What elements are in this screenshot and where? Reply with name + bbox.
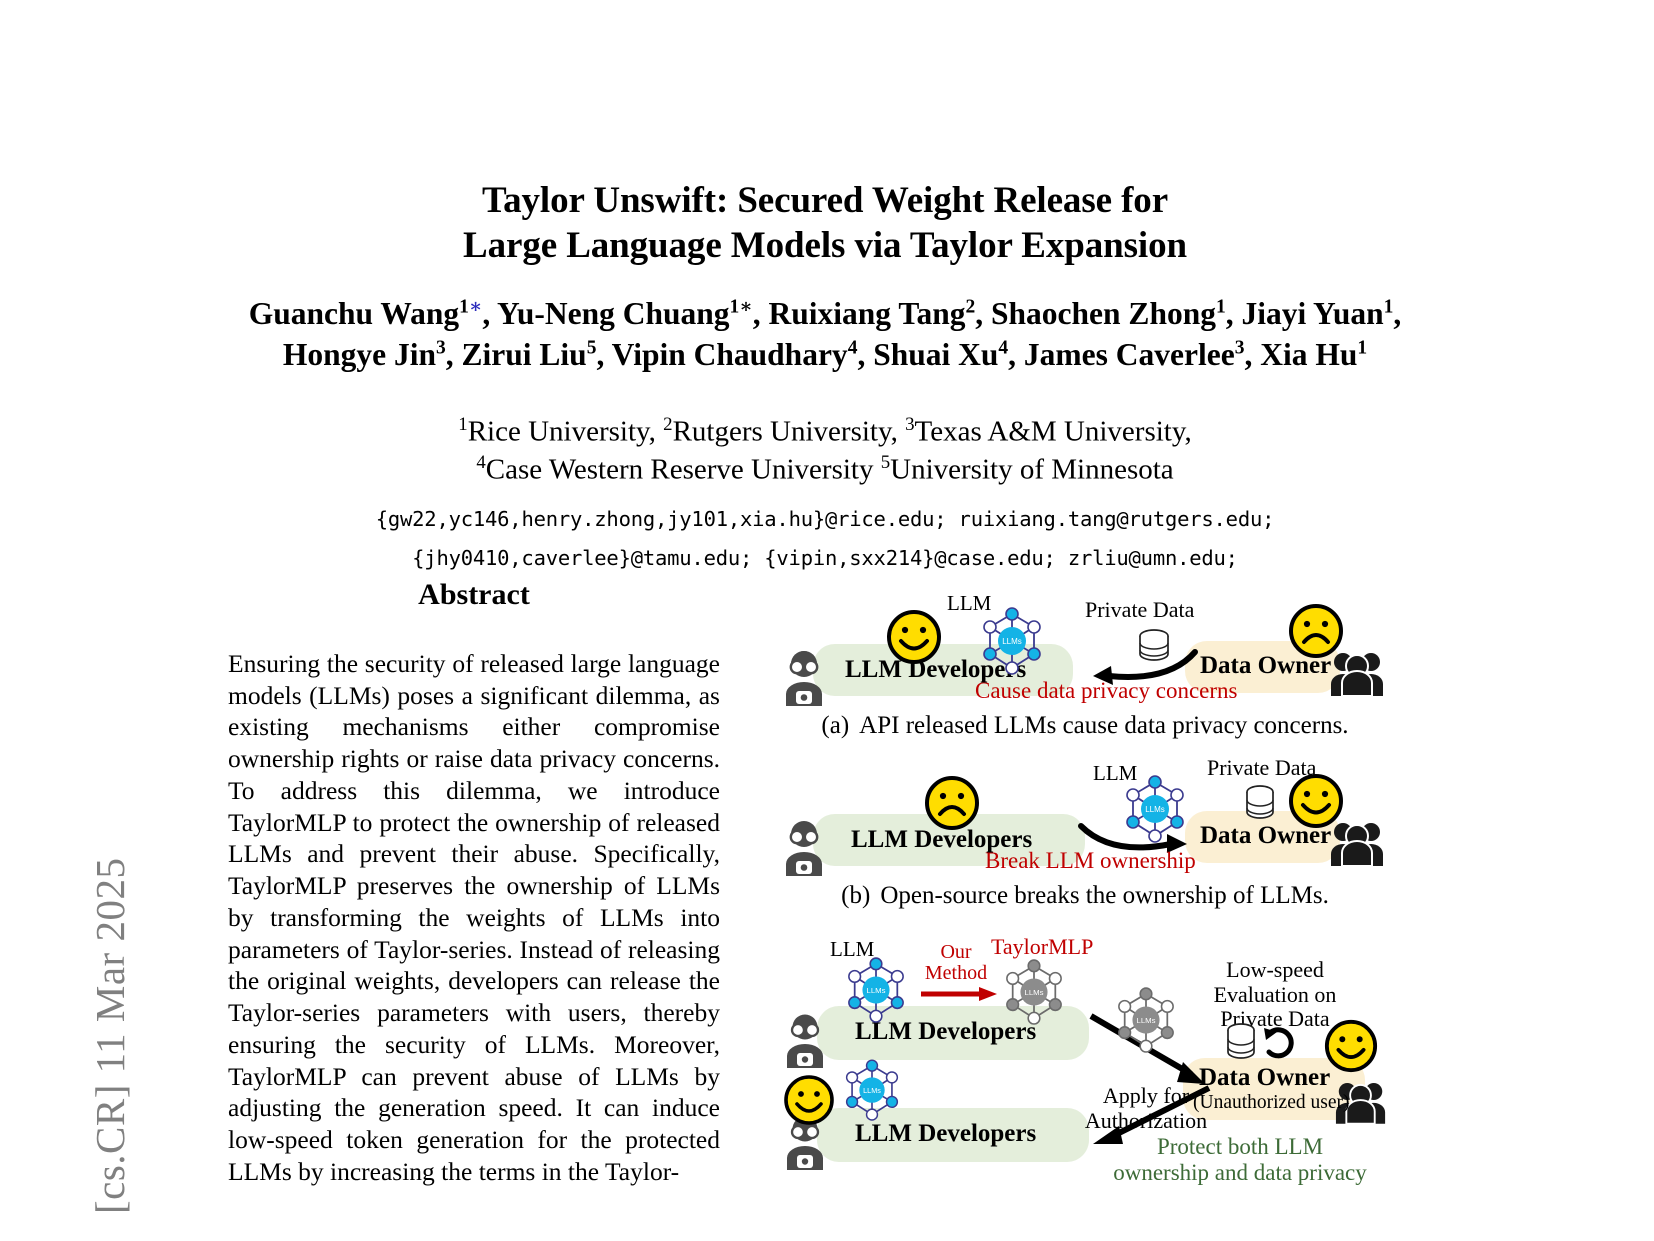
protect-label-c: Protect both LLM ownership and data priv… — [1105, 1134, 1375, 1186]
owner-sublabel-c: (Unauthorized user) — [1193, 1092, 1350, 1113]
people-group-icon-c — [1335, 1078, 1387, 1125]
author-line-2: Hongye Jin3, Zirui Liu5, Vipin Chaudhary… — [282, 336, 1368, 372]
llm-graph-icon-a: LLMs — [980, 604, 1044, 680]
subfigure-c: LLM Developers LLM Developers Data Owner… — [775, 926, 1395, 1185]
refresh-loop-icon-c — [1263, 1026, 1299, 1064]
svg-text:LLMs: LLMs — [1145, 805, 1165, 814]
email-line-2: {jhy0410,caverlee}@tamu.edu; {vipin,sxx2… — [412, 546, 1238, 571]
private-data-label-a: Private Data — [1085, 597, 1195, 622]
protect-line-1: Protect both LLM — [1156, 1134, 1324, 1159]
owner-box-c — [1183, 1058, 1365, 1120]
emails: {gw22,yc146,henry.zhong,jy101,xia.hu}@ri… — [200, 500, 1450, 578]
smiley-happy-icon-a — [885, 608, 943, 666]
developer-person-icon-c-top — [783, 1012, 827, 1068]
affiliations: 1Rice University, 2Rutgers University, 3… — [200, 413, 1450, 489]
warning-text-b: Break LLM ownership — [985, 848, 1196, 873]
svg-text:LLMs: LLMs — [1025, 988, 1044, 997]
database-icon-c — [1223, 1022, 1259, 1066]
llm-graph-icon-c-gray: LLMs — [1003, 956, 1065, 1030]
database-icon-b — [1243, 784, 1277, 826]
smiley-happy-icon-c-owner — [1323, 1018, 1379, 1074]
our-method-line-1: Our — [940, 941, 972, 963]
authorization-arrow-c — [1085, 1084, 1215, 1150]
subfigure-a-caption: (a) API released LLMs cause data privacy … — [775, 712, 1395, 740]
model-flow-arrow-b — [1075, 820, 1205, 860]
people-group-icon-a — [1330, 648, 1385, 697]
data-flow-arrow-a — [1073, 648, 1203, 688]
affiliation-line-2: 4Case Western Reserve University 5Univer… — [476, 451, 1174, 486]
abstract-body: Ensuring the security of released large … — [228, 649, 720, 1186]
llm-label-b: LLM — [1093, 761, 1138, 785]
taylormlp-label-c: TaylorMLP — [991, 934, 1094, 959]
page-title: Taylor Unswift: Secured Weight Release f… — [200, 178, 1450, 268]
svg-text:LLMs: LLMs — [863, 1086, 881, 1095]
llm-label-a: LLM — [947, 591, 992, 615]
developer-person-icon-b — [781, 818, 827, 876]
developer-person-icon-c-bottom — [783, 1114, 827, 1170]
subfigure-b-label: (b) — [841, 882, 871, 909]
developer-label-c-top: LLM Developers — [855, 1018, 1037, 1045]
our-method-label-c: Our Method — [921, 942, 991, 984]
affiliation-line-1: 1Rice University, 2Rutgers University, 3… — [458, 413, 1192, 448]
panel-b-graphic: LLM Developers Data Owner — [775, 755, 1383, 878]
developer-label-c-bottom: LLM Developers — [855, 1120, 1037, 1147]
apply-label-c: Apply for Authorization — [1081, 1083, 1211, 1133]
lowspeed-line-2: Evaluation on — [1213, 981, 1337, 1007]
title-block: Taylor Unswift: Secured Weight Release f… — [200, 178, 1450, 578]
llm-graph-icon-c-gray-transfer: LLMs — [1115, 984, 1177, 1058]
subfigure-a: LLM Developers Data Owner — [775, 586, 1395, 740]
author-line-1: Guanchu Wang1∗, Yu-Neng Chuang1∗, Ruixia… — [248, 296, 1402, 332]
our-method-line-2: Method — [924, 962, 988, 984]
llm-graph-icon-c-blue: LLMs — [845, 954, 907, 1028]
panel-c-graphic: LLM Developers LLM Developers Data Owner… — [775, 926, 1386, 1185]
our-method-arrow-c — [919, 984, 1001, 1004]
developer-box-c-bottom — [817, 1108, 1089, 1162]
apply-line-1: Apply for — [1102, 1083, 1190, 1108]
developer-label-b: LLM Developers — [851, 826, 1033, 853]
arxiv-stamp: [cs.CR] 11 Mar 2025 — [87, 857, 133, 1214]
subfigure-a-text: API released LLMs cause data privacy con… — [859, 712, 1349, 739]
smiley-happy-icon-b — [1287, 772, 1345, 830]
svg-text:LLMs: LLMs — [867, 986, 886, 995]
apply-line-2: Authorization — [1084, 1107, 1208, 1133]
panel-a-graphic: LLM Developers Data Owner — [775, 586, 1383, 708]
abstract-heading: Abstract — [418, 578, 530, 611]
svg-text:LLMs: LLMs — [1002, 637, 1022, 646]
llm-graph-icon-c-blue-2: LLMs — [843, 1056, 901, 1126]
private-data-label-b: Private Data — [1207, 755, 1317, 780]
subfigure-b-caption: (b) Open-source breaks the ownership of L… — [775, 882, 1395, 910]
owner-label-c: Data Owner — [1199, 1064, 1331, 1091]
protect-line-2: ownership and data privacy — [1113, 1159, 1367, 1185]
abstract-section: Abstract Ensuring the security of releas… — [228, 578, 720, 1187]
warning-text-a: Cause data privacy concerns — [975, 678, 1238, 703]
subfigure-a-label: (a) — [821, 712, 850, 739]
title-line-1: Taylor Unswift: Secured Weight Release f… — [481, 180, 1169, 221]
smiley-happy-icon-c — [783, 1074, 835, 1126]
figure-column: LLM Developers Data Owner — [775, 586, 1395, 1185]
author-list: Guanchu Wang1∗, Yu-Neng Chuang1∗, Ruixia… — [200, 294, 1450, 375]
smiley-sad-icon-b — [923, 774, 981, 832]
lowspeed-line-1: Low-speed — [1226, 957, 1324, 982]
llm-graph-icon-b: LLMs — [1123, 772, 1187, 848]
smiley-sad-icon-a — [1287, 602, 1345, 660]
email-line-1: {gw22,yc146,henry.zhong,jy101,xia.hu}@ri… — [375, 507, 1275, 532]
database-icon-a — [1137, 628, 1171, 668]
people-group-icon-b — [1330, 818, 1385, 867]
developer-person-icon-a — [781, 648, 827, 706]
subfigure-b-text: Open-source breaks the ownership of LLMs… — [880, 882, 1329, 909]
developer-label-a: LLM Developers — [845, 656, 1027, 683]
subfigure-b: LLM Developers Data Owner — [775, 755, 1395, 910]
developer-box-c-top — [817, 1006, 1089, 1060]
svg-text:LLMs: LLMs — [1137, 1016, 1156, 1025]
llm-label-c: LLM — [830, 937, 875, 961]
title-line-2: Large Language Models via Taylor Expansi… — [463, 225, 1187, 267]
